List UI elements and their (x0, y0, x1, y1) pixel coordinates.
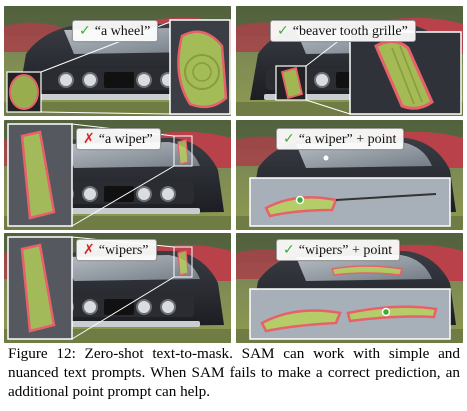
panel-a-wheel: ✓“a wheel” (4, 6, 231, 116)
panel-a-wiper: ✗“a wiper” (4, 120, 231, 230)
wiper-mask (264, 196, 338, 218)
prompt-label: ✓“a wheel” (72, 20, 159, 42)
panel-beaver-tooth-grille: ✓“beaver tooth grille” (236, 6, 463, 116)
wiper-mask-left (260, 309, 342, 333)
cross-icon: ✗ (83, 242, 95, 258)
check-icon: ✓ (277, 23, 289, 39)
prompt-text: “a wiper” + point (298, 132, 397, 147)
point-prompt (381, 307, 391, 317)
prompt-text: “a wheel” (94, 24, 151, 39)
prompt-label: ✗“wipers” (76, 239, 157, 261)
prompt-text: “a wiper” (98, 132, 153, 147)
prompt-text: “beaver tooth grille” (292, 24, 408, 39)
check-icon: ✓ (79, 23, 91, 39)
cross-icon: ✗ (83, 131, 95, 147)
panel-wipers: ✗“wipers” (4, 233, 231, 343)
figure-caption: Figure 12: Zero-shot text-to-mask. SAM c… (8, 345, 460, 400)
prompt-text: “wipers” (98, 243, 149, 258)
car-photo (4, 120, 231, 230)
check-icon: ✓ (283, 242, 295, 258)
wheel-mask (177, 30, 228, 109)
prompt-label: ✗“a wiper” (76, 128, 161, 150)
car-photo (4, 233, 231, 343)
prompt-label: ✓“beaver tooth grille” (270, 20, 416, 42)
car-photo (236, 233, 463, 343)
wrong-mask (20, 130, 56, 220)
prompt-label: ✓“a wiper” + point (276, 128, 405, 150)
wrong-mask (20, 243, 56, 333)
wiper-mask-right (346, 305, 438, 323)
check-icon: ✓ (283, 131, 295, 147)
car-photo (236, 6, 463, 116)
point-prompt (295, 195, 305, 205)
prompt-label: ✓“wipers” + point (276, 239, 401, 261)
car-photo (4, 6, 231, 116)
panel-wipers-point: ✓“wipers” + point (236, 233, 463, 343)
prompt-text: “wipers” + point (298, 243, 393, 258)
panel-a-wiper-point: ✓“a wiper” + point (236, 120, 463, 230)
car-photo (236, 120, 463, 230)
